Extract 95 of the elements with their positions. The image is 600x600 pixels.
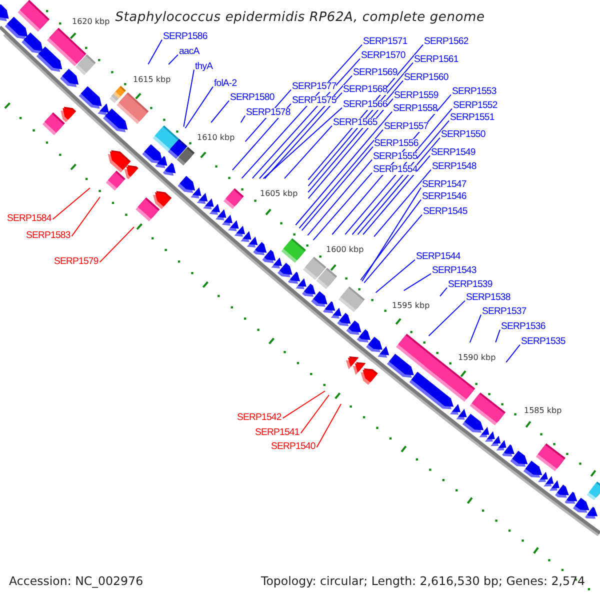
leader-line (495, 329, 500, 343)
gene-label: SERP1549 (431, 148, 476, 158)
leader-line (364, 214, 422, 284)
leader-line (284, 125, 332, 179)
gene-label: SERP1536 (501, 322, 546, 332)
gene-label: SERP1584 (7, 214, 52, 224)
gene-label: SERP1556 (374, 138, 418, 149)
leader-line (357, 137, 440, 236)
gene-label: SERP1535 (521, 336, 566, 347)
leader-line (99, 226, 134, 263)
scale-label: 1605 kbp (260, 189, 298, 199)
gene-label: SERP1538 (466, 292, 510, 303)
scale-label: 1595 kbp (392, 301, 430, 311)
gene-label: SERP1546 (422, 192, 466, 202)
gene-label: SERP1560 (404, 72, 448, 83)
leader-line (168, 54, 178, 65)
gene-label: aacA (179, 46, 200, 57)
leader-line (352, 120, 450, 235)
leader-line (374, 169, 432, 238)
leader-line (252, 58, 360, 179)
gene-label: folA-2 (214, 78, 237, 89)
gene-label: SERP1583 (26, 230, 70, 241)
leader-line (52, 188, 90, 220)
leader-line (440, 287, 448, 297)
leader-line (428, 300, 466, 336)
gene-label: SERP1578 (246, 108, 290, 118)
leader-line (403, 273, 432, 292)
gene-label: SERP1554 (373, 164, 418, 175)
gene-label: thyA (195, 62, 213, 72)
gene-label: SERP1561 (414, 54, 458, 65)
gene-label: SERP1547 (422, 180, 466, 190)
gene-label: SERP1566 (343, 100, 388, 110)
leader-line (259, 75, 352, 179)
leader-line (148, 39, 162, 65)
leader-line (264, 92, 342, 179)
gene-label: SERP1551 (450, 112, 494, 123)
leader-line (241, 44, 362, 179)
leader-line (362, 187, 422, 282)
gene-label: SERP1579 (54, 256, 98, 267)
gene-label: SERP1545 (423, 206, 468, 217)
leader-line (262, 107, 342, 180)
gene-label: SERP1553 (452, 86, 496, 97)
accession-text: Accession: NC_002976 (9, 574, 144, 588)
scale-label: 1585 kbp (524, 406, 562, 416)
gene-label: SERP1542 (237, 412, 282, 423)
gene-label: SERP1557 (384, 122, 428, 132)
gene-label: SERP1562 (424, 36, 468, 47)
gene-label: SERP1550 (441, 130, 486, 140)
leader-line (183, 69, 194, 128)
leader-line (232, 103, 292, 171)
gene-label: SERP1570 (361, 50, 406, 61)
leader-line (312, 172, 372, 241)
scale-label: 1590 kbp (458, 353, 496, 363)
scale-label: 1615 kbp (133, 75, 171, 85)
leader-line (375, 259, 416, 294)
leader-line (308, 98, 394, 199)
genome-summary-text: Topology: circular; Length: 2,616,530 bp; Genes: 2,574 (261, 574, 586, 588)
scale-label: 1610 kbp (197, 133, 235, 143)
gene-label: SERP1552 (453, 100, 498, 111)
leader-line (506, 344, 520, 363)
gene-label: SERP1539 (448, 280, 492, 290)
gene-label: SERP1569 (353, 68, 398, 78)
gene-label: SERP1565 (333, 118, 378, 128)
leader-line (71, 196, 100, 237)
gene-label: SERP1544 (416, 252, 460, 262)
scale-label: 1620 kbp (72, 17, 110, 27)
gene-label: SERP1571 (363, 36, 408, 47)
gene-label: SERP1537 (482, 306, 526, 317)
leader-line (298, 129, 384, 229)
leader-line (307, 159, 372, 236)
gene-label: SERP1559 (394, 90, 438, 101)
scale-label: 1600 kbp (326, 245, 364, 255)
gene-label: SERP1555 (373, 152, 418, 162)
gene-label: SERP1577 (292, 82, 336, 92)
leader-line (360, 199, 422, 280)
gene-label: SERP1586 (163, 32, 208, 42)
gene-label: SERP1541 (255, 428, 300, 438)
leader-line (210, 100, 230, 123)
gene-label: SERP1543 (432, 266, 476, 276)
leader-line (295, 111, 392, 226)
gene-label: SERP1540 (271, 442, 316, 452)
leader-line (184, 86, 214, 129)
leader-line (301, 146, 374, 231)
leader-line (240, 115, 246, 123)
map-title: Staphylococcus epidermidis RP62A, complete genome (115, 10, 485, 26)
gene-label: SERP1580 (230, 92, 274, 103)
leader-line (282, 390, 326, 419)
gene-label: SERP1575 (292, 96, 336, 106)
leader-line (316, 404, 342, 448)
leader-line (362, 155, 430, 235)
gene-label: SERP1548 (432, 162, 476, 172)
leader-line (300, 394, 330, 434)
leader-line (469, 314, 482, 343)
gene-label: SERP1568 (343, 84, 388, 95)
gene-label: SERP1558 (393, 104, 438, 114)
